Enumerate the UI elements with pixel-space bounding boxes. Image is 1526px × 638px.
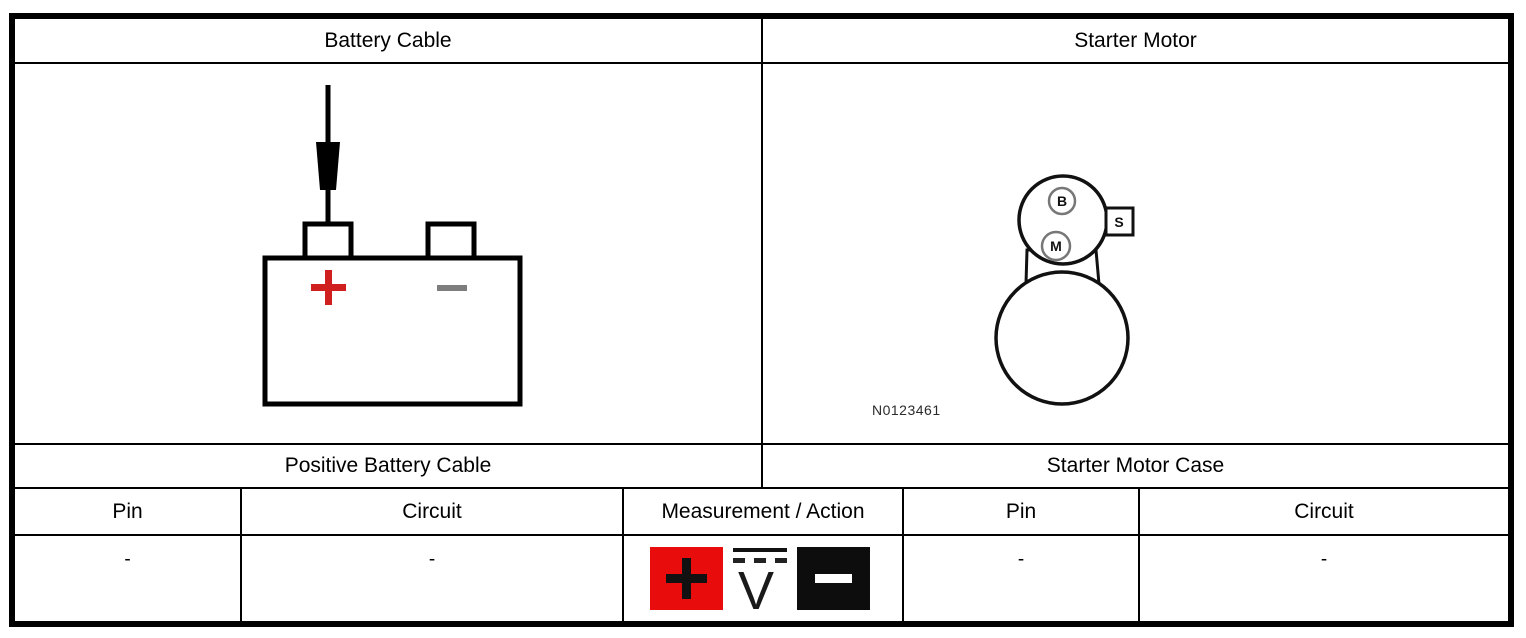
left-circuit-column-header: Circuit [402,499,462,523]
right-pin-column-header: Pin [1005,499,1037,523]
dc-voltage-measurement-icon: V [650,547,870,615]
column-divider-center [761,19,763,487]
battery-figure [262,85,523,407]
right-circuit-column-header: Circuit [1294,499,1354,523]
motor-case-circle [994,270,1130,406]
minus-symbol-icon [437,285,467,291]
plus-glyph [666,558,707,599]
figure-number: N0123461 [872,402,941,418]
measurement-action-column-header: Measurement / Action [661,499,865,523]
battery-negative-terminal [425,221,477,261]
left-panel-caption: Positive Battery Cable [284,454,492,478]
column-divider-left-pin [240,487,242,621]
dc-voltage-symbol: V [733,548,787,615]
left-panel-header: Battery Cable [324,28,452,52]
terminal-s-label: S [1114,214,1123,230]
battery-positive-terminal [302,221,354,261]
column-divider-right-pin [1138,487,1140,621]
terminal-b-circle [1047,186,1077,216]
plus-symbol-icon [311,270,346,305]
left-circuit-value: - [428,549,436,570]
test-probe-body [316,142,340,190]
terminal-m-circle [1040,230,1072,262]
row-divider-caption-bottom [15,487,1508,489]
battery-case [262,255,523,407]
terminal-b-label: B [1057,193,1067,209]
right-panel-header: Starter Motor [1074,28,1197,52]
minus-glyph [815,574,852,583]
row-divider-values [15,534,1508,536]
column-divider-left-circuit [622,487,624,621]
right-panel-caption: Starter Motor Case [1046,454,1225,478]
right-circuit-value: - [1320,549,1328,570]
left-pin-value: - [124,549,131,570]
terminal-m-label: M [1050,238,1062,254]
right-pin-value: - [1017,549,1025,570]
volt-unit-label: V [738,561,774,615]
left-pin-column-header: Pin [112,499,143,523]
starter-motor-figure: S B M N0123461 [872,174,1135,418]
column-divider-measurement [902,487,904,621]
terminal-s-box [1104,206,1135,237]
